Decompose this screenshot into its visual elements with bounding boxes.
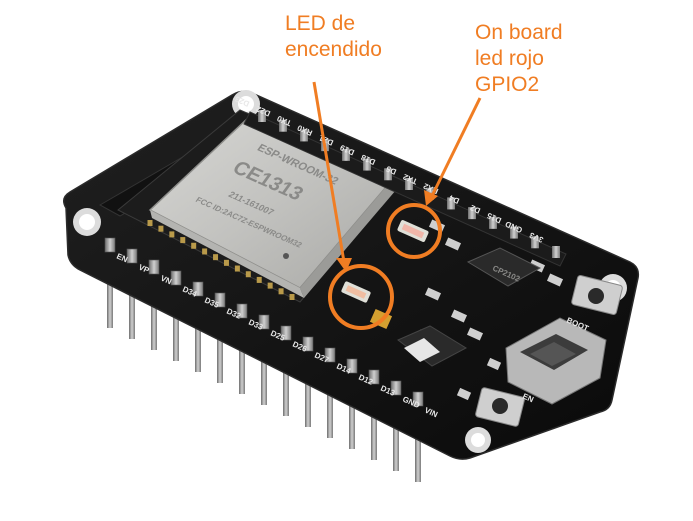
module-pad [158, 225, 164, 232]
top-header-pin [447, 197, 455, 210]
module-pad [223, 259, 229, 266]
onboard-led-highlight [386, 203, 442, 259]
bottom-header-pin [280, 325, 292, 341]
onboard-led-annotation-line: On board [475, 21, 563, 44]
top-pin-label: D5 [384, 164, 398, 177]
bottom-pin-label: VP [137, 263, 151, 276]
bottom-header-pin [192, 281, 204, 297]
en-button-label: EN [521, 392, 535, 405]
bottom-header-pin [104, 237, 116, 253]
bottom-pin-label: VN [159, 274, 173, 287]
power-led [341, 281, 371, 303]
bottom-header-pin [170, 270, 182, 286]
onboard-led [397, 220, 429, 242]
module-pad [256, 276, 262, 283]
top-header-pin [489, 216, 497, 229]
bottom-header-pin [390, 380, 402, 396]
bottom-header-pin [214, 292, 226, 308]
header-pin-leg [349, 387, 355, 449]
bottom-header-pins [107, 266, 421, 482]
header-pin-leg [195, 310, 201, 372]
power-led-highlight [328, 264, 394, 330]
bottom-header-pin [236, 303, 248, 319]
boot-button: BOOT [565, 275, 623, 333]
onboard-led-annotation: On board led rojo GPIO2 [475, 20, 563, 98]
module-pad [234, 265, 240, 272]
bottom-header-pin [258, 314, 270, 330]
micro-usb-port [505, 317, 607, 405]
top-header-pin [552, 246, 560, 258]
header-pin-leg [283, 354, 289, 416]
module-pad [245, 271, 251, 278]
module-dot [283, 253, 289, 259]
onboard-led-annotation-line: GPIO2 [475, 73, 540, 96]
bottom-header-pin [346, 358, 358, 374]
module-pad [169, 231, 175, 238]
bottom-header-pin [148, 259, 160, 275]
top-header-pin [384, 168, 392, 181]
power-led-annotation-line: encendido [285, 38, 382, 61]
power-led-pointer [312, 81, 352, 272]
header-pin-leg [107, 266, 113, 328]
header-pin-leg [129, 277, 135, 339]
module-pad [191, 242, 197, 249]
module-pad [180, 237, 186, 244]
bottom-header-pin [126, 248, 138, 264]
header-pin-leg [371, 398, 377, 460]
module-pad [147, 220, 153, 226]
top-header-pin [279, 119, 287, 132]
module-pad [213, 254, 219, 261]
top-header-pin [363, 158, 371, 171]
module-pad [202, 248, 208, 255]
top-header-pin [342, 148, 350, 161]
top-pin-label: D2 [468, 203, 482, 216]
top-header-pin [405, 178, 413, 190]
header-pin-leg [415, 420, 421, 482]
top-header-pin [531, 236, 539, 249]
header-pin-leg [173, 299, 179, 361]
header-pin-leg [239, 332, 245, 394]
top-header-pin [300, 129, 308, 142]
header-pin-leg [151, 288, 157, 350]
bottom-header-pin [412, 391, 424, 407]
bottom-header-pin [368, 369, 380, 385]
power-led-annotation-line: LED de [285, 12, 356, 35]
voltage-regulator [397, 325, 468, 367]
onboard-led-pointer [424, 97, 482, 206]
header-pin-leg [217, 321, 223, 383]
header-pin-leg [327, 376, 333, 438]
bottom-header-pin [302, 336, 314, 352]
usb-uart-chip: CP2102 [466, 247, 542, 287]
header-pin-leg [305, 365, 311, 427]
module-pad [289, 294, 295, 300]
module-pad [278, 288, 284, 295]
bottom-header-pin [324, 347, 336, 363]
header-pin-leg [393, 409, 399, 471]
top-header-pin [258, 110, 266, 122]
module-pads [147, 220, 295, 300]
header-pin-leg [261, 343, 267, 405]
power-led-annotation: LED de encendido [285, 11, 382, 63]
top-header-pin [510, 226, 518, 239]
top-header-pin [468, 207, 476, 220]
bottom-header [104, 237, 424, 407]
top-pin-label: D4 [447, 193, 461, 206]
onboard-led-annotation-line: led rojo [475, 47, 544, 70]
module-pad [267, 282, 273, 289]
bottom-pin-label: EN [115, 252, 129, 265]
en-button: EN [475, 387, 535, 427]
